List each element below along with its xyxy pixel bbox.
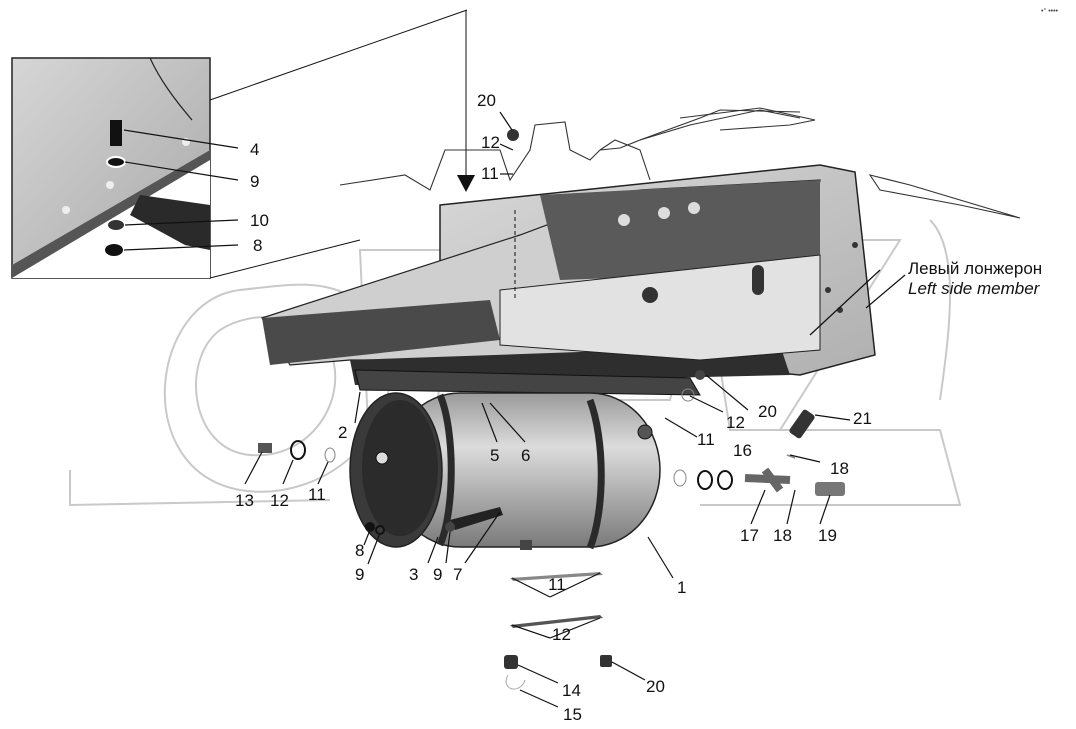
bolt-21-icon — [789, 409, 815, 439]
callout-9-inset: 9 — [250, 172, 259, 191]
callout-9-bottom: 9 — [433, 565, 442, 584]
nut-8-icon — [365, 522, 375, 532]
side-member-label-en: Left side member — [908, 279, 1041, 298]
tank-strap-front — [436, 393, 455, 547]
ring-11b-icon — [673, 469, 687, 487]
callout-16: 16 — [733, 441, 752, 460]
spring-washer-icon — [108, 220, 124, 230]
callout-6: 6 — [521, 446, 530, 465]
left-side-member — [261, 164, 876, 385]
tee-17-icon — [744, 467, 791, 493]
corner-mark: •° •••• — [1041, 7, 1059, 15]
ring-12-icon — [290, 440, 306, 460]
callout-20-bottom: 20 — [646, 677, 665, 696]
callout-12-right: 12 — [726, 413, 745, 432]
fittings — [258, 129, 845, 690]
callout-8-bottom: 8 — [355, 541, 364, 560]
callout-12-bottom: 12 — [552, 625, 571, 644]
callout-5: 5 — [490, 446, 499, 465]
callout-12-left: 12 — [270, 491, 289, 510]
callout-3: 3 — [409, 565, 418, 584]
callout-10: 10 — [250, 211, 269, 230]
inset-detail-view — [11, 9, 468, 279]
washer-icon — [106, 156, 126, 168]
callout-15: 15 — [563, 705, 582, 724]
ring-12b-icon — [697, 470, 713, 490]
callout-11-bottom: 11 — [548, 575, 566, 594]
ring-11-icon — [324, 447, 336, 463]
ring-16-icon — [717, 470, 733, 490]
callout-20-right: 20 — [758, 402, 777, 421]
callouts: 4 9 10 8 20 12 11 2 5 6 12 20 11 16 21 1… — [235, 91, 872, 724]
bolt-icon — [110, 120, 122, 146]
side-member-label: Левый лонжерон Left side member — [908, 259, 1042, 298]
nut-icon — [105, 244, 123, 256]
callout-18-lower: 18 — [773, 526, 792, 545]
fitting-13-icon — [258, 443, 272, 453]
callout-11-top: 11 — [481, 164, 499, 183]
plug-top-icon — [507, 129, 519, 141]
callout-12-top: 12 — [481, 133, 500, 152]
callout-8-inset: 8 — [253, 236, 262, 255]
callout-7: 7 — [453, 565, 462, 584]
plug-20-icon — [600, 655, 612, 667]
callout-11-right: 11 — [697, 430, 715, 449]
callout-18-upper: 18 — [830, 459, 849, 478]
callout-11-left: 11 — [308, 485, 326, 504]
tank-strap-rear — [586, 398, 605, 550]
callout-13: 13 — [235, 491, 254, 510]
cab-outline — [339, 107, 1021, 219]
union-19-icon — [815, 482, 845, 496]
callout-17: 17 — [740, 526, 759, 545]
callout-2: 2 — [338, 423, 347, 442]
air-tank — [349, 392, 661, 550]
drain-valve-14-icon — [504, 655, 518, 669]
direction-arrow-icon — [457, 10, 475, 192]
leader-lines — [123, 111, 906, 708]
side-member-label-ru: Левый лонжерон — [908, 259, 1042, 278]
callout-9-bottom-left: 9 — [355, 565, 364, 584]
callout-20-top: 20 — [477, 91, 496, 110]
callout-1: 1 — [677, 578, 686, 597]
callout-21: 21 — [853, 409, 872, 428]
tank-bracket — [354, 369, 701, 396]
callout-14: 14 — [562, 681, 581, 700]
callout-19: 19 — [818, 526, 837, 545]
callout-4: 4 — [250, 140, 259, 159]
